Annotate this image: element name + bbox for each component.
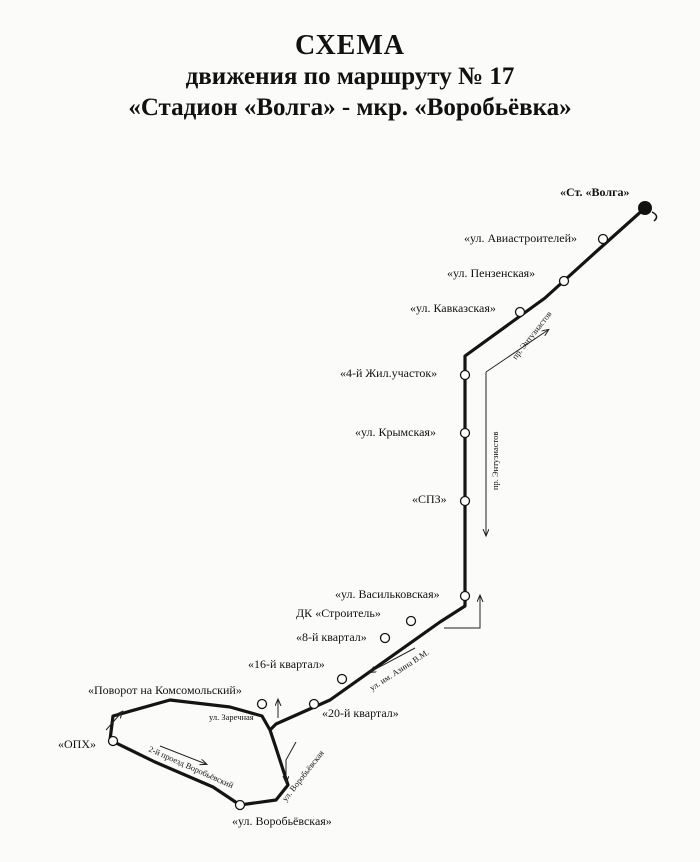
stop-marker-zhiluchastok: [459, 369, 471, 381]
stop-label-kvartal16: «16-й квартал»: [248, 657, 325, 671]
stop-marker-spz: [459, 495, 471, 507]
direction-arrow-oph: [105, 712, 122, 731]
direction-arrow-proezd: [159, 745, 206, 764]
stop-label-krymskaya: «ул. Крымская»: [355, 425, 436, 439]
stop-label-oph: «ОПХ»: [58, 737, 96, 751]
stop-marker-dk-stroitel: [405, 615, 417, 627]
stop-label-spz: «СПЗ»: [412, 492, 447, 506]
stop-label-vasilkovskaya: «ул. Васильковская»: [335, 587, 440, 601]
stop-marker-krymskaya: [459, 427, 471, 439]
route-line-main: [268, 206, 647, 732]
title-block: СХЕМА движения по маршруту № 17 «Стадион…: [0, 30, 700, 123]
stop-label-zhiluchastok: «4-й Жил.участок»: [340, 366, 437, 380]
stop-marker-kvartal16: [336, 673, 348, 685]
street-label-proezd2: 2-й проезд Воробьёвский: [147, 744, 235, 791]
stop-label-vorobyovskaya: «ул. Воробьёвская»: [232, 814, 332, 828]
street-label-entuziastov-side: пр. Энтузиастов: [490, 432, 500, 490]
stop-label-aviastroiteley: «ул. Авиастроителей»: [464, 231, 577, 245]
stop-marker-penzenskaya: [558, 275, 570, 287]
street-label-azina: ул. им. Азина В.М.: [368, 647, 431, 693]
route-line-loop: [108, 698, 290, 807]
stop-marker-povorot: [256, 698, 268, 710]
stop-marker-kavkazskaya: [514, 306, 526, 318]
stop-marker-aviastroiteley: [597, 233, 609, 245]
direction-arrow-entuziastov-top: [485, 330, 548, 373]
stop-marker-kvartal8: [379, 632, 391, 644]
stop-label-kavkazskaya: «ул. Кавказская»: [410, 301, 496, 315]
stop-label-st-volga: «Ст. «Волга»: [560, 185, 630, 199]
stop-marker-oph: [107, 735, 119, 747]
terminal-tail: [651, 211, 658, 222]
route-endpoints: «Стадион «Волга» - мкр. «Воробьёвка»: [128, 94, 572, 121]
diagram-title: СХЕМА: [294, 30, 406, 61]
stop-label-povorot: «Поворот на Комсомольский»: [88, 683, 242, 697]
stop-label-penzenskaya: «ул. Пензенская»: [447, 266, 535, 280]
stop-marker-vasilkovskaya: [459, 590, 471, 602]
terminal-icon: [638, 201, 652, 215]
stop-label-dk-stroitel: ДК «Строитель»: [296, 606, 381, 620]
stop-label-kvartal20: «20-й квартал»: [322, 706, 399, 720]
stop-marker-vorobyovskaya: [234, 799, 246, 811]
direction-arrow-vasilkovskaya: [444, 596, 480, 629]
direction-arrow-azina: [370, 647, 416, 672]
diagram-subtitle: движения по маршруту № 17: [185, 63, 515, 90]
stop-label-kvartal8: «8-й квартал»: [296, 630, 367, 644]
direction-arrow-vorobyovskaya: [286, 741, 297, 782]
street-label-zarechnaya: ул. Заречная: [209, 712, 254, 722]
stop-marker-kvartal20: [308, 698, 320, 710]
